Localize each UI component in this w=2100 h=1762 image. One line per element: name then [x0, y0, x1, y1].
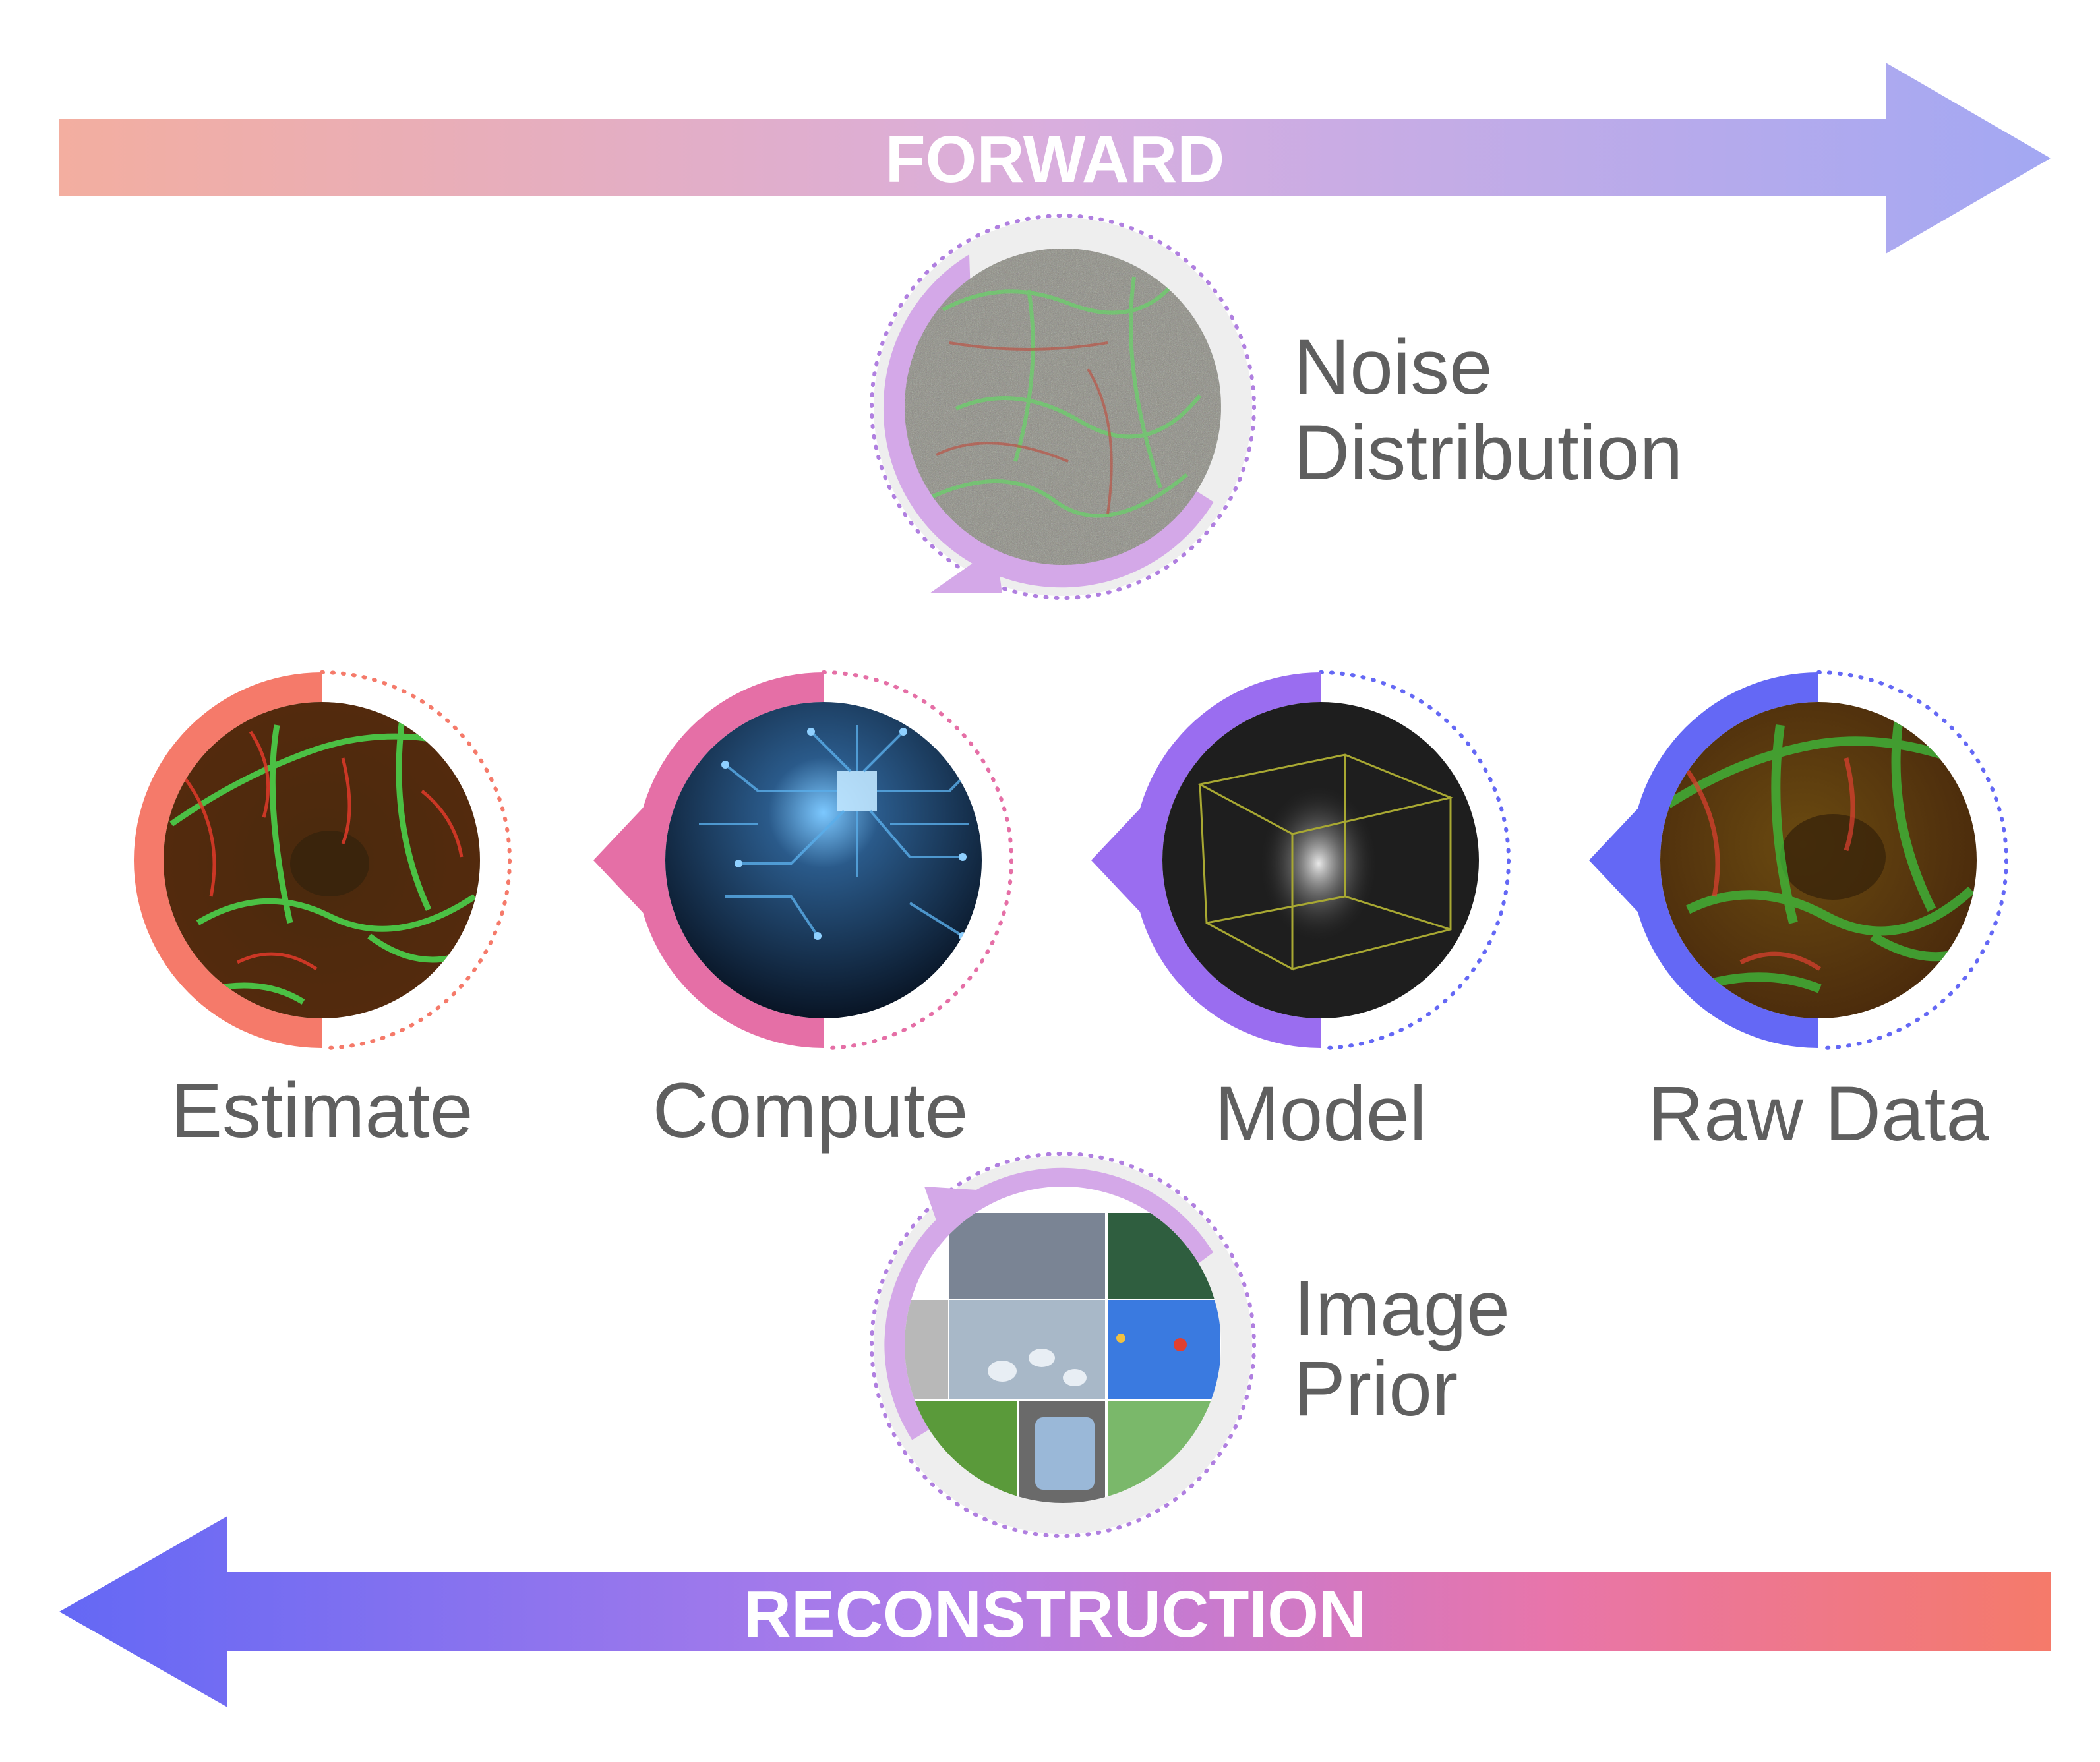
compute-image [665, 702, 982, 1018]
raw-pointer [1589, 801, 1645, 920]
reconstruction-arrow-shape [59, 1516, 2051, 1707]
prior-label-line2: Prior [1294, 1345, 1458, 1432]
compute-colored-ring [636, 672, 824, 1048]
estimate-label: Estimate [170, 1067, 473, 1154]
model-pointer [1091, 801, 1147, 920]
noise-image [905, 249, 1221, 565]
prior-tile-texture [905, 1300, 948, 1399]
estimate-node: Estimate [134, 670, 512, 1154]
noise-label-line1: Noise [1294, 324, 1493, 411]
compute-label: Compute [653, 1067, 969, 1154]
model-colored-ring [1133, 672, 1321, 1048]
model-node: Model [1091, 670, 1511, 1158]
reconstruction-arrow: RECONSTRUCTION [59, 1516, 2051, 1707]
reconstruction-arrow-label: RECONSTRUCTION [744, 1577, 1366, 1651]
compute-dotted-ring [822, 670, 1013, 1050]
noise-pointer [930, 547, 1002, 593]
forward-arrow-shape [59, 63, 2051, 254]
noise-outer-dotted-ring [870, 214, 1256, 600]
prior-tile-clouds [949, 1213, 1105, 1299]
raw-data-label: Raw Data [1648, 1071, 1989, 1158]
prior-image-grid [905, 1187, 1221, 1503]
image-prior-node: Image Prior [870, 1152, 1510, 1538]
noise-label-line2: Distribution [1294, 409, 1683, 496]
compute-node: Compute [593, 670, 1013, 1154]
compute-pointer [593, 801, 649, 920]
estimate-colored-ring [134, 672, 322, 1048]
raw-colored-ring [1631, 672, 1818, 1048]
estimate-dotted-ring [320, 670, 512, 1050]
raw-data-node: Raw Data [1589, 670, 2008, 1158]
model-label: Model [1215, 1071, 1426, 1158]
noise-distribution-node: Noise Distribution [870, 214, 1683, 600]
estimate-image [164, 702, 480, 1018]
prior-outer-dotted-ring [870, 1152, 1256, 1538]
prior-tile-heatmap [1108, 1300, 1220, 1399]
model-dotted-ring [1319, 670, 1511, 1050]
raw-dotted-ring [1816, 670, 2008, 1050]
prior-colored-ring [884, 1167, 1213, 1440]
model-image [1162, 702, 1479, 1018]
prior-label-line1: Image [1294, 1265, 1510, 1352]
raw-image [1660, 702, 1977, 1018]
forward-arrow-label: FORWARD [885, 123, 1225, 196]
forward-arrow: FORWARD [59, 63, 2051, 254]
